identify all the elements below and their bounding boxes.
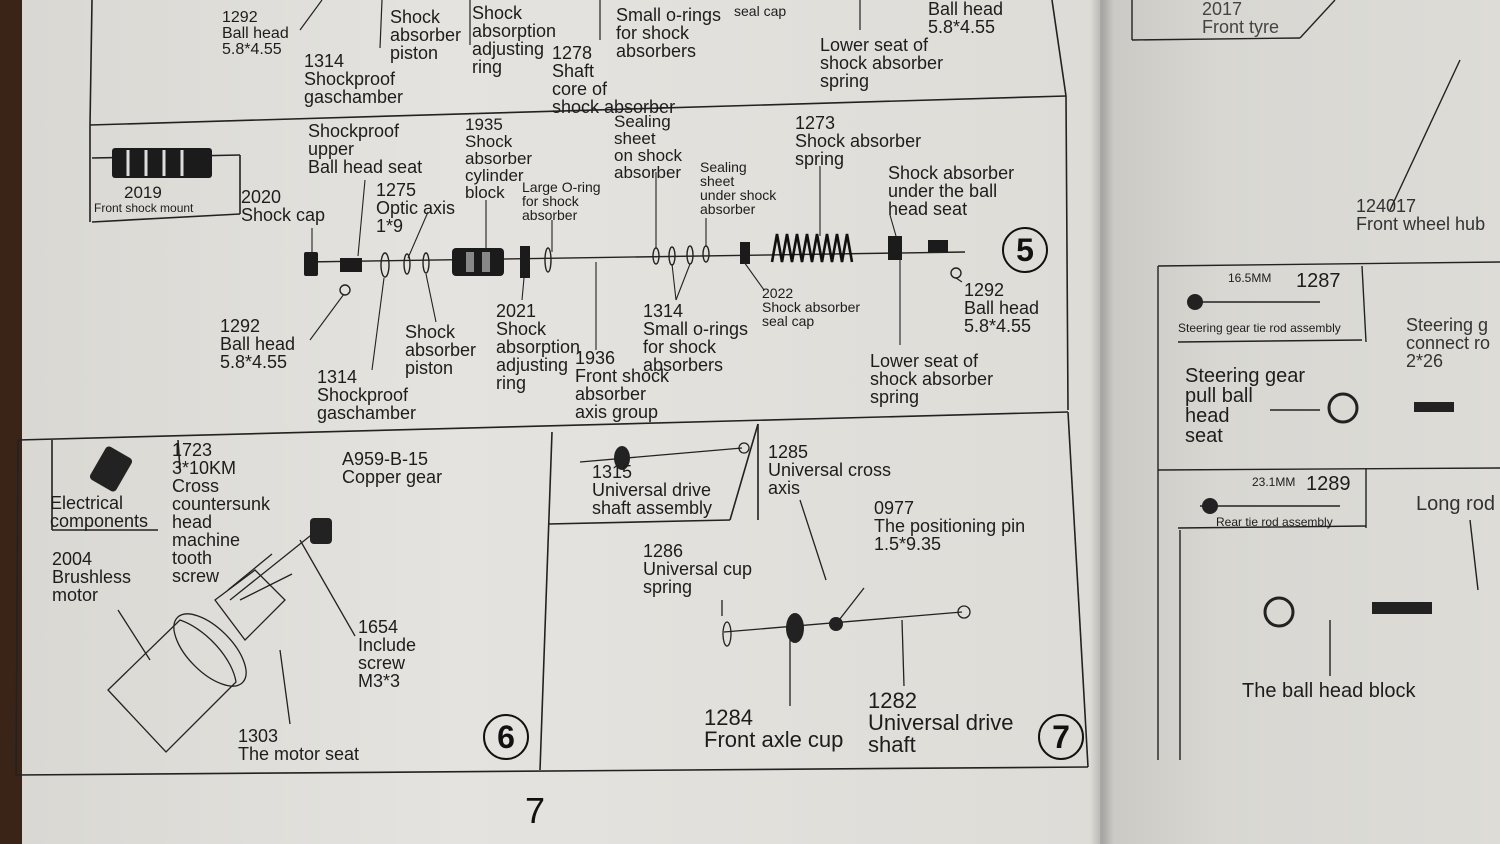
top-adjust-ring-label: Shock absorption adjusting ring xyxy=(472,3,557,77)
gaschamber-label: 1314 Shockproof gaschamber xyxy=(317,367,417,423)
shock-cap-label: 2020 Shock cap xyxy=(241,187,326,225)
top-seal-cap-label: seal cap xyxy=(734,3,787,19)
universal-drive-shaft-label: 1282 Universal drive shaft xyxy=(868,688,1014,757)
cross-axis-label: 1285 Universal cross axis xyxy=(768,442,892,498)
cup-spring-label: 1286 Universal cup spring xyxy=(643,541,753,597)
adjusting-ring-label: 2021 Shock absorption adjusting ring xyxy=(496,301,581,393)
electrical-components-label: Electrical components xyxy=(50,493,149,531)
optic-axis-label: 1275 Optic axis 1*9 xyxy=(376,180,456,236)
top-piston-label: Shock absorber piston xyxy=(390,7,462,63)
ball-head-left-label: 1292 Ball head 5.8*4.55 xyxy=(220,316,296,372)
upper-ball-seat-label: Shockproof upper Ball head seat xyxy=(308,121,423,177)
front-tyre-label: 2017 Front tyre xyxy=(1202,0,1280,37)
under-ball-seat-label: Shock absorber under the ball head seat xyxy=(888,163,1015,219)
ball-head-block-label: The ball head block xyxy=(1242,680,1416,702)
front-axle-cup-label: 1284 Front axle cup xyxy=(704,705,844,752)
section-6-badge: 6 xyxy=(483,714,529,760)
lower-seat-label: Lower seat of shock absorber spring xyxy=(870,351,994,407)
pull-ball-head-seat-label: Steering gear pull ball head seat xyxy=(1185,365,1306,447)
top-gaschamber-label: 1314 Shockproof gaschamber xyxy=(304,51,404,107)
long-rod-label: Long rod xyxy=(1416,493,1495,515)
page-number: 7 xyxy=(525,790,546,831)
drive-shaft-assembly-label: 1315 Universal drive shaft assembly xyxy=(592,462,713,518)
top-lower-seat-label: Lower seat of shock absorber spring xyxy=(820,35,944,91)
front-shock-mount-number: 2019 xyxy=(124,183,162,202)
motor-seat-label: 1303 The motor seat xyxy=(238,726,360,764)
piston-label: Shock absorber piston xyxy=(405,322,477,378)
section-5-badge: 5 xyxy=(1002,227,1048,273)
small-orings-label: 1314 Small o-rings for shock absorbers xyxy=(643,301,749,375)
front-shock-mount-label: Front shock mount xyxy=(94,201,194,215)
top-ball-head-right-label: Ball head 5.8*4.55 xyxy=(928,0,1004,37)
top-ball-head-label: 1292 Ball head 5.8*4.55 xyxy=(222,9,289,58)
brushless-motor-label: 2004 Brushless motor xyxy=(52,549,132,605)
manual-right-page xyxy=(1100,0,1500,844)
copper-gear-label: A959-B-15 Copper gear xyxy=(342,449,443,487)
sealing-on-label: Sealing sheet on shock absorber xyxy=(614,112,683,182)
rear-tie-rod-number: 1289 xyxy=(1306,473,1351,495)
rear-tie-rod-label: Rear tie rod assembly xyxy=(1216,515,1333,529)
axis-group-label: 1936 Front shock absorber axis group xyxy=(575,348,670,422)
large-oring-label: Large O-ring for shock absorber xyxy=(522,179,601,223)
top-orings-label: Small o-rings for shock absorbers xyxy=(616,5,722,61)
steering-connect-label: Steering g connect ro 2*26 xyxy=(1406,315,1491,371)
dimension-23-1: 23.1MM xyxy=(1252,475,1296,489)
dimension-16-5: 16.5MM xyxy=(1228,271,1272,285)
top-shaft-core-label: 1278 Shaft core of shock absorber xyxy=(552,43,676,117)
section-7-badge: 7 xyxy=(1038,714,1084,760)
positioning-pin-label: 0977 The positioning pin 1.5*9.35 xyxy=(874,498,1026,554)
seal-cap-label: 2022 Shock absorber seal cap xyxy=(762,285,861,329)
include-screw-label: 1654 Include screw M3*3 xyxy=(358,617,417,691)
spring-label: 1273 Shock absorber spring xyxy=(795,113,922,169)
manual-left-page xyxy=(22,0,1100,844)
sealing-under-label: Sealing sheet under shock absorber xyxy=(700,159,777,217)
tie-rod-assembly-label: Steering gear tie rod assembly xyxy=(1178,321,1341,335)
countersunk-screw-label: 1723 3*10KM Cross countersunk head machi… xyxy=(172,440,271,586)
book-spine xyxy=(1090,0,1114,844)
front-wheel-hub-label: 124017 Front wheel hub xyxy=(1356,196,1486,234)
ball-head-right-label: 1292 Ball head 5.8*4.55 xyxy=(964,280,1040,336)
tie-rod-number: 1287 xyxy=(1296,270,1341,292)
cylinder-block-label: 1935 Shock absorber cylinder block xyxy=(465,115,533,202)
